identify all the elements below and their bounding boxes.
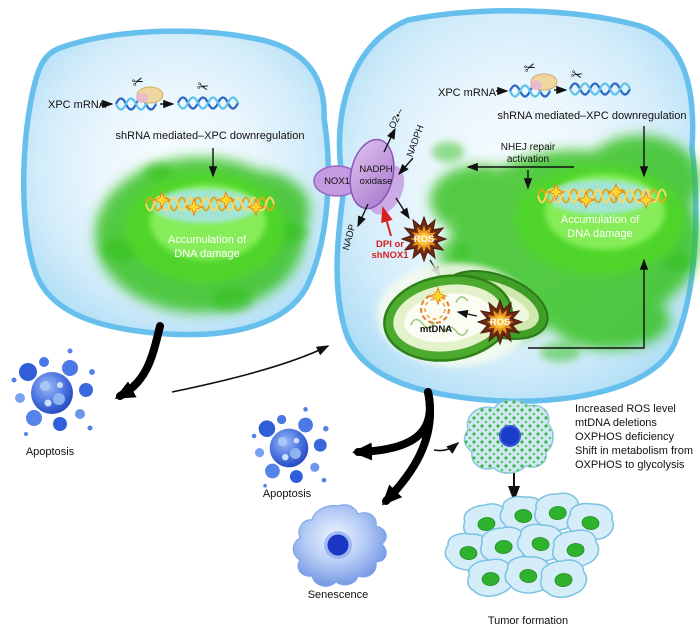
right-xpc-mrna-label: XPC mRNA [438, 87, 497, 99]
inhibitor-label-line1: DPI or [376, 239, 404, 250]
ros-membrane-label: ROS [414, 234, 435, 245]
nhej-label-line1: NHEJ repair [501, 142, 556, 153]
effect-line-2: mtDNA deletions [575, 417, 657, 429]
arrow-rightcell-to-senescence [381, 388, 435, 506]
left-mrna-strand-2 [176, 96, 240, 110]
scissors-icon: ✂ [130, 72, 146, 91]
effect-line-5: OXPHOS to glycolysis [575, 459, 685, 471]
arrow-superoxide [383, 127, 396, 153]
effect-line-3: OXPHOS deficiency [575, 431, 675, 443]
arrow-leftcell-to-apoptosis [114, 322, 164, 400]
effect-line-1: Increased ROS level [575, 403, 676, 415]
arrow-to-transformed-cell [433, 441, 460, 454]
apoptosis-middle-label: Apoptosis [263, 488, 312, 500]
arrow-oxidase-to-ros [395, 197, 410, 220]
arrow-ros-to-mtdna [456, 309, 478, 319]
arrow-inhibitor [381, 206, 393, 237]
left-cell: Accumulation of DNA damage XPC mRNA ✂ ✂ … [20, 28, 331, 338]
arrow-nadph-in [398, 157, 414, 176]
mtdna-label: mtDNA [420, 324, 452, 335]
senescence-cell [292, 504, 387, 587]
tumor-formation-label: Tumor formation [488, 615, 568, 627]
nox1-label: NOX1 [324, 176, 350, 187]
nadph-oxidase-complex: NOX1 NADPH oxidase [313, 138, 405, 215]
scissors-icon: ✂ [569, 65, 584, 83]
right-accumulation-label-line1: Accumulation of [561, 214, 640, 226]
right-mrna-strand-1: ✂ ✂ [508, 58, 585, 98]
right-nuclear-dna [537, 183, 667, 209]
oxidase-label-line2: oxidase [360, 176, 393, 187]
left-accumulation-label-line2: DNA damage [174, 248, 239, 260]
scissors-icon: ✂ [522, 58, 538, 77]
apoptosis-cluster-left [11, 348, 95, 436]
transformed-cell-nucleus [499, 425, 521, 447]
arrow-nadp-out [357, 203, 369, 228]
tumor-cluster [443, 491, 617, 601]
oxidase-body [349, 138, 395, 210]
senescence-label: Senescence [308, 589, 369, 601]
left-nuclear-dna [145, 191, 275, 216]
arrow-leftcell-to-rightcell [171, 345, 330, 393]
oxidase-label-line1: NADPH [359, 164, 392, 175]
senescence-nucleus [327, 534, 349, 556]
left-shrna-label: shRNA mediated–XPC downregulation [116, 130, 305, 142]
transformed-cell [463, 399, 554, 474]
mitochondria: mtDNA ROS [377, 263, 549, 367]
ros-mito-label: ROS [490, 317, 511, 328]
effect-line-4: Shift in metabolism from [575, 445, 693, 457]
scissors-icon: ✂ [195, 77, 210, 95]
effects-text-box: Increased ROS level mtDNA deletions OXPH… [575, 403, 693, 471]
arrow-mito-feedback-to-nucleus [528, 258, 649, 349]
right-cell: Accumulation of DNA damage XPC mRNA ✂ ✂ … [313, 8, 700, 404]
arrow-rightcell-to-apoptosis [352, 388, 434, 461]
right-mrna-strand-2 [568, 82, 632, 96]
right-shrna-label: shRNA mediated–XPC downregulation [498, 110, 687, 122]
left-accumulation-label-line1: Accumulation of [168, 234, 247, 246]
apoptosis-left-label: Apoptosis [26, 446, 75, 458]
left-mrna-strand-1: ✂ ✂ [114, 72, 211, 111]
apoptosis-cluster-middle [251, 407, 329, 488]
nhej-label-line2: activation [507, 154, 549, 165]
left-xpc-mrna-label: XPC mRNA [48, 99, 107, 111]
inhibitor-label-line2: shNOX1 [372, 250, 410, 261]
right-accumulation-label-line2: DNA damage [567, 228, 632, 240]
